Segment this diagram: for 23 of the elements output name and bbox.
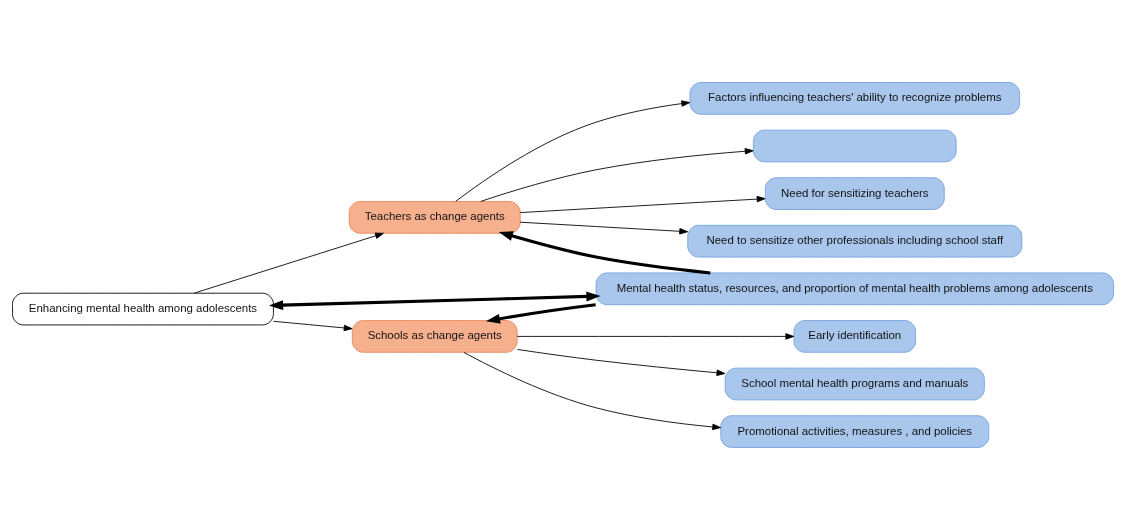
arrow [455, 99, 691, 202]
node-box: Promotional activities, measures , and policies [720, 414, 990, 448]
node-box: School mental health programs and manuals [724, 367, 985, 400]
node-box: Need for sensitizing teachers [764, 176, 945, 210]
arrow [516, 332, 795, 340]
arrow [273, 320, 353, 331]
node-box: Teachers as change agents [348, 200, 521, 234]
arrow [463, 351, 722, 430]
arrow [269, 291, 601, 310]
node-box: Mental health status, resources, and proportion of mental health problems among adolescents [595, 272, 1114, 305]
node-box: Need to sensitize other professionals including school staff [687, 224, 1023, 257]
node-box: Enhancing mental health among adolescents [12, 292, 274, 325]
arrow [480, 147, 754, 202]
arrow [519, 221, 689, 234]
arrow [498, 230, 711, 274]
node-box [752, 129, 957, 162]
node-box: Schools as change agents [351, 319, 518, 353]
arrow [485, 302, 596, 324]
node-box: Factors influencing teachers' ability to recognize problems [689, 81, 1021, 115]
arrow [517, 348, 726, 376]
node-box: Early identification [793, 319, 917, 353]
arrow [519, 195, 766, 213]
arrow [193, 232, 384, 294]
